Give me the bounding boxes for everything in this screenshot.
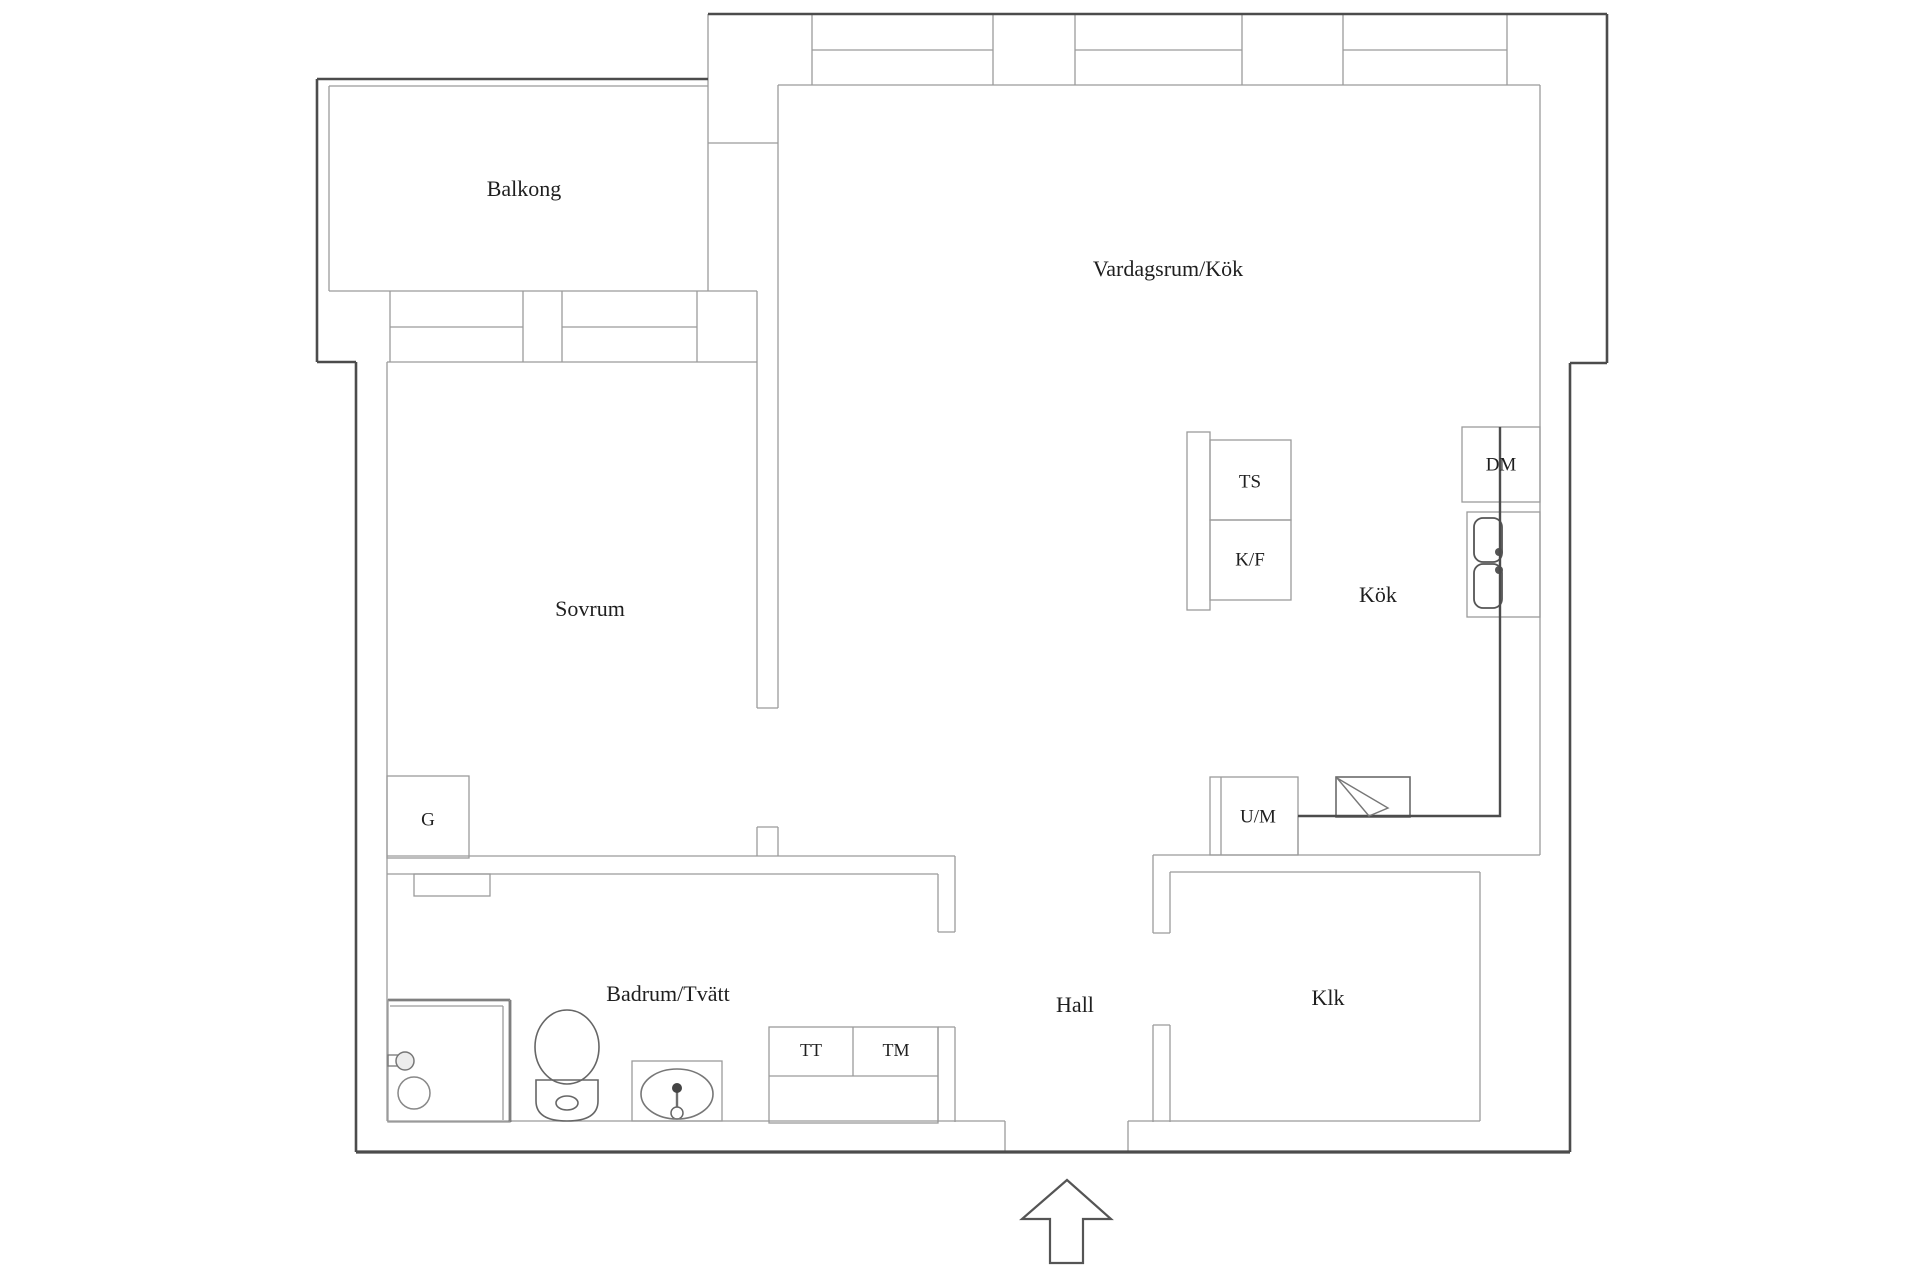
- entrance-arrow: [1019, 1178, 1114, 1265]
- toilet-base: [535, 1079, 599, 1122]
- toilet-flush: [555, 1095, 579, 1111]
- sink-basin-upper: [1473, 517, 1503, 563]
- fixture-label-um: U/M: [1240, 806, 1276, 827]
- room-label-klk: Klk: [1312, 985, 1345, 1010]
- washbasin-basin: [640, 1068, 714, 1120]
- sink-basin-lower: [1473, 563, 1503, 609]
- washbasin-faucet-dot: [672, 1083, 682, 1093]
- washbasin-drain: [670, 1106, 684, 1120]
- tt-tm-unit-box: [768, 1026, 939, 1124]
- fixture-label-kf: K/F: [1235, 549, 1265, 570]
- door-leaf-box: [1335, 776, 1411, 818]
- room-label-vardagsrum-kok: Vardagsrum/Kök: [1093, 256, 1243, 281]
- sink-unit-box: [1466, 511, 1541, 618]
- closet-g-box: [386, 775, 470, 859]
- shower-drain: [397, 1076, 431, 1110]
- fixture-label-tm: TM: [883, 1040, 910, 1060]
- toilet-bowl: [534, 1009, 600, 1085]
- room-label-balkong: Balkong: [487, 176, 562, 201]
- fixture-label-tt: TT: [800, 1040, 822, 1060]
- fixture-label-ts: TS: [1239, 471, 1261, 492]
- bathroom-cabinet-box: [413, 873, 491, 897]
- shower-head: [395, 1051, 415, 1071]
- fridge-freezer-box: [1209, 519, 1292, 601]
- room-label-badrum-tvatt: Badrum/Tvätt: [606, 981, 729, 1006]
- kitchen-counter-edge: [1298, 427, 1502, 818]
- room-label-hall: Hall: [1056, 992, 1094, 1017]
- room-label-kok: Kök: [1359, 582, 1397, 607]
- room-label-sovrum: Sovrum: [555, 596, 625, 621]
- washbasin-box: [631, 1060, 723, 1122]
- door-swing-symbol: [1336, 777, 1390, 817]
- fixture-label-g: G: [421, 809, 435, 830]
- fixture-label-dm: DM: [1486, 454, 1517, 475]
- wardrobe-side-panel: [1186, 431, 1211, 611]
